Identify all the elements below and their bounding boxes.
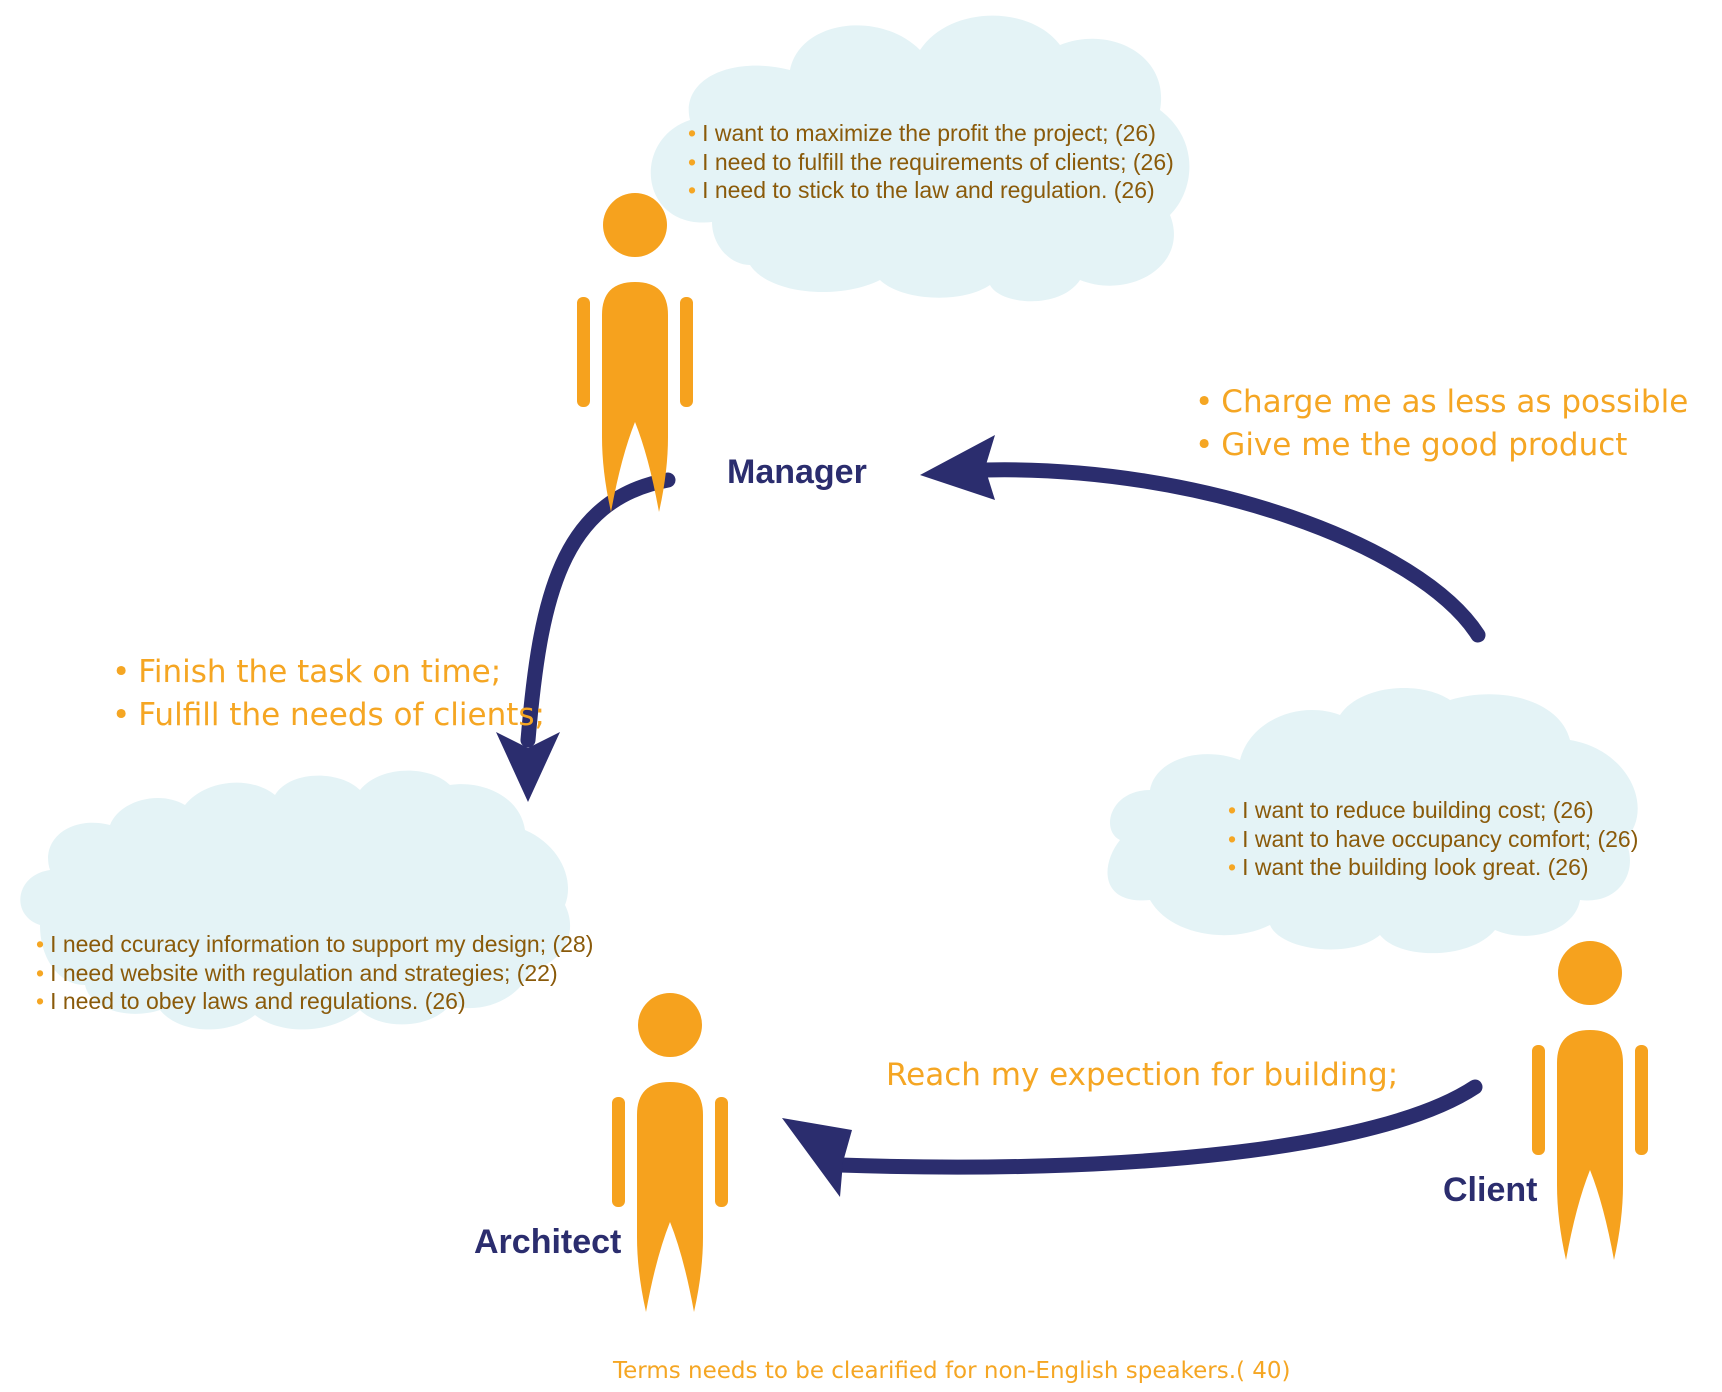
manager-label: Manager bbox=[727, 453, 867, 491]
manager-cloud bbox=[650, 15, 1190, 302]
client-need-1: •I want to reduce building cost; (26) bbox=[1228, 797, 1594, 823]
manager-need-3: •I need to stick to the law and regulati… bbox=[688, 177, 1155, 203]
arrow-manager-to-architect bbox=[520, 472, 676, 748]
arrowhead-manager bbox=[920, 435, 995, 500]
architect-cloud bbox=[20, 770, 571, 1030]
manager-need-2: •I need to fulfill the requirements of c… bbox=[688, 148, 1174, 175]
client-to-manager-expectations: •Charge me as less as possible •Give me … bbox=[1195, 381, 1688, 467]
arrowhead-architect-left bbox=[782, 1118, 852, 1197]
arrow-client-to-architect bbox=[832, 1079, 1483, 1175]
arrow-client-to-manager bbox=[977, 462, 1486, 643]
footnote: Terms needs to be clearified for non-Eng… bbox=[613, 1358, 1291, 1384]
expectation-clients: •Fulfill the needs of clients; bbox=[112, 697, 545, 733]
architect-need-1: •I need ccuracy information to support m… bbox=[36, 931, 594, 957]
architect-need-2: •I need website with regulation and stra… bbox=[36, 959, 558, 986]
client-need-3: •I want the building look great. (26) bbox=[1228, 854, 1589, 880]
manager-to-architect-expectations: •Finish the task on time; •Fulfill the n… bbox=[112, 651, 545, 737]
client-needs-list: •I want to reduce building cost; (26) •I… bbox=[1228, 796, 1638, 882]
architect-needs-list: •I need ccuracy information to support m… bbox=[36, 930, 593, 1016]
client-person-icon bbox=[1532, 941, 1648, 1260]
architect-need-3: •I need to obey laws and regulations. (2… bbox=[36, 988, 466, 1014]
expectation-charge: •Charge me as less as possible bbox=[1195, 384, 1689, 420]
client-cloud bbox=[1107, 688, 1638, 954]
client-to-architect-expectation: Reach my expection for building; bbox=[886, 1057, 1399, 1093]
manager-needs-list: •I want to maximize the profit the proje… bbox=[688, 119, 1174, 205]
client-need-2: •I want to have occupancy comfort; (26) bbox=[1228, 825, 1639, 852]
expectation-task: •Finish the task on time; bbox=[112, 654, 502, 690]
architect-label: Architect bbox=[474, 1223, 622, 1261]
arrowhead-architect-down bbox=[496, 732, 560, 802]
manager-person-icon bbox=[577, 193, 693, 512]
architect-person-icon bbox=[612, 993, 728, 1312]
expectation-product: •Give me the good product bbox=[1195, 427, 1628, 463]
manager-need-1: •I want to maximize the profit the proje… bbox=[688, 120, 1156, 146]
client-label: Client bbox=[1443, 1171, 1538, 1209]
